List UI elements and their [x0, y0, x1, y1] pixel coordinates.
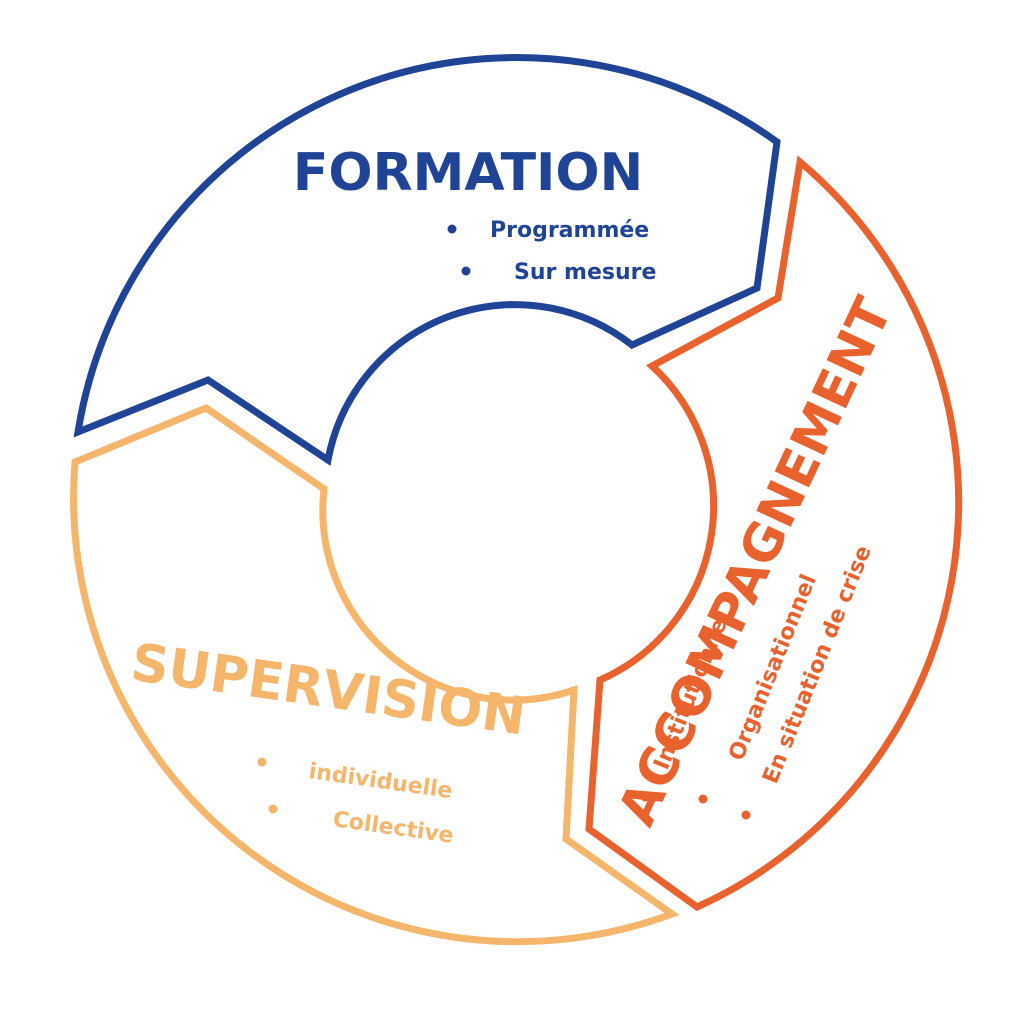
segment-formation: FORMATION Programmée Sur mesure [73, 54, 781, 466]
accompagnement-bullet-1 [640, 792, 650, 802]
segment-supervision: SUPERVISION individuelle Collective [70, 404, 680, 946]
accompagnement-bullet-2 [698, 794, 708, 804]
formation-bullet-1 [447, 224, 457, 234]
formation-item-programmee: Programmée [490, 218, 649, 243]
supervision-item-collective: Collective [331, 807, 455, 849]
accompagnement-segment-outline [585, 155, 963, 912]
formation-bullet-2 [461, 266, 471, 276]
formation-title: FORMATION [293, 143, 643, 203]
supervision-segment-outline [70, 404, 680, 946]
formation-segment-outline [73, 54, 781, 466]
supervision-bullet-1 [257, 757, 267, 767]
supervision-bullet-2 [268, 804, 278, 814]
accompagnement-bullet-3 [741, 810, 751, 820]
supervision-title: SUPERVISION [127, 633, 529, 748]
supervision-item-individuelle: individuelle [307, 759, 454, 804]
formation-item-sur-mesure: Sur mesure [514, 260, 656, 285]
